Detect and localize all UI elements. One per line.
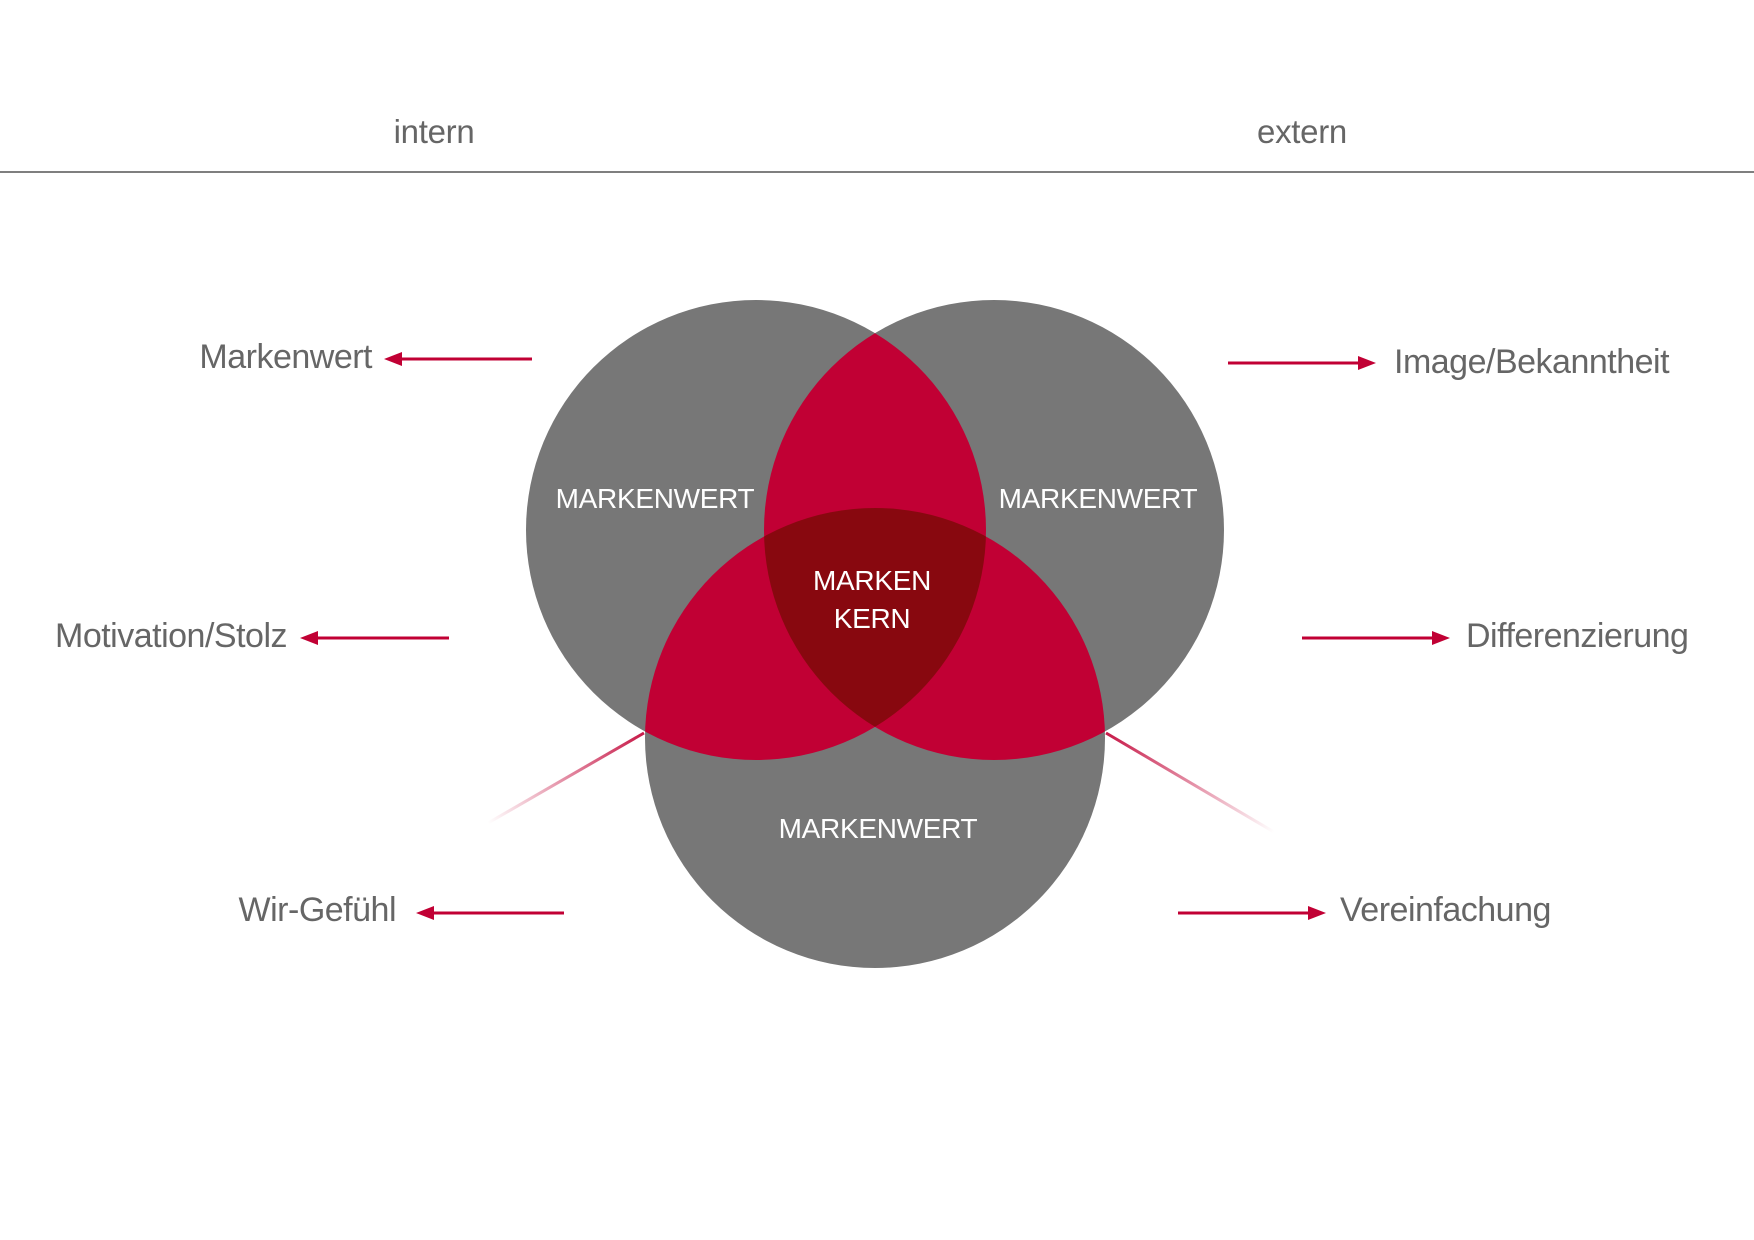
label-circle-top-right: MARKENWERT [999,483,1198,514]
axis-left [487,731,645,825]
header-extern: extern [1257,113,1347,150]
intern-item-label: Motivation/Stolz [55,617,287,655]
arrow-head-left-icon [416,906,434,920]
intern-item: Markenwert [199,338,532,376]
arrow-head-right-icon [1308,906,1326,920]
extern-item: Vereinfachung [1178,891,1551,929]
label-core-line1: MARKEN [813,565,931,596]
extern-item-label: Vereinfachung [1340,891,1551,929]
axis-right [1105,731,1275,834]
extern-item-label: Image/Bekanntheit [1394,343,1670,381]
arrow-head-right-icon [1358,356,1376,370]
intern-item: Motivation/Stolz [55,617,449,655]
extern-item-label: Differenzierung [1466,617,1688,655]
extern-item: Differenzierung [1302,617,1689,655]
header-intern: intern [394,113,475,150]
label-core-line2: KERN [834,603,911,634]
arrow-head-left-icon [384,352,402,366]
extern-item: Image/Bekanntheit [1228,343,1671,381]
arrow-head-right-icon [1432,631,1450,645]
arrow-head-left-icon [300,631,318,645]
intern-item: Wir-Gefühl [239,891,564,929]
intern-item-label: Markenwert [199,338,373,376]
label-circle-bottom: MARKENWERT [779,813,978,844]
label-circle-top-left: MARKENWERT [556,483,755,514]
intern-item-label: Wir-Gefühl [239,891,396,929]
